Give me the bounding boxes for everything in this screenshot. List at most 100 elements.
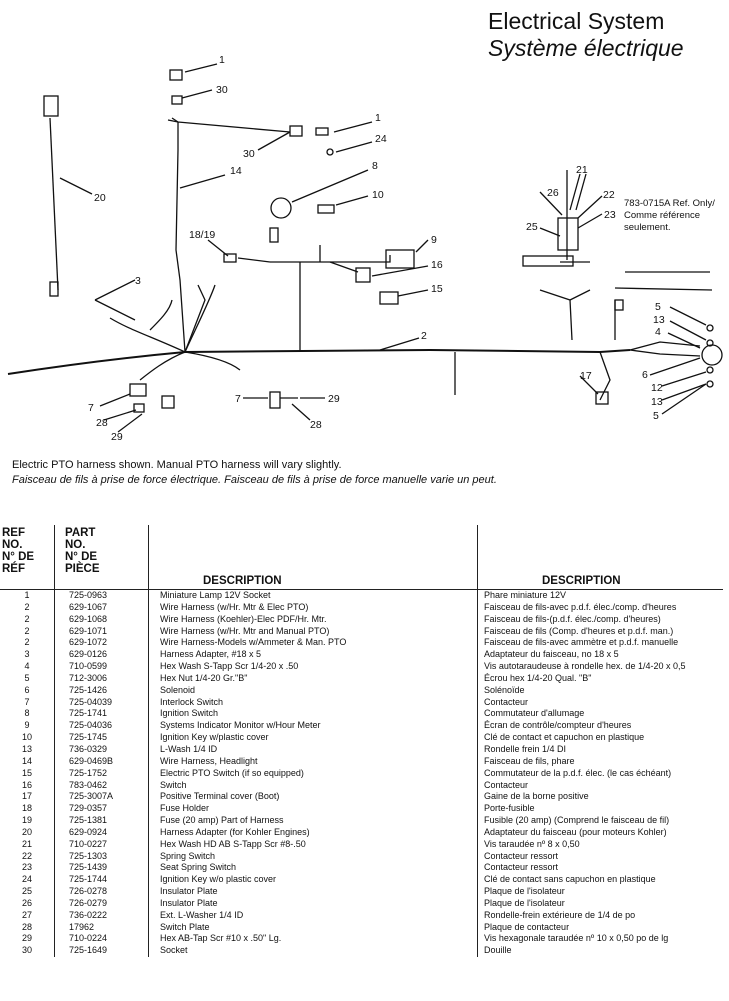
callout-5: 5 [653,410,659,422]
part-header: PART NO. N° DE PIÈCE [54,525,149,590]
ref-cell: 22 [0,850,55,863]
part-cell: 710-0599 [54,661,149,673]
description-fr-cell: Contacteur [484,696,529,707]
ref-note-line1: 783-0715A Ref. Only/ [624,198,715,209]
description-fr-cell: Clé de contact et capuchon en plastique [484,732,645,743]
callout-9: 9 [431,234,437,246]
description-en-cell: Miniature Lamp 12V Socket [148,589,478,602]
ref-cell: 10 [0,732,55,744]
description-fr-cell: Clé de contact sans capuchon en plastiqu… [484,874,656,885]
description-en-cell: Wire Harness, Headlight [148,755,478,768]
description-en-cell: Ext. L-Washer 1/4 ID [148,909,478,922]
description-en-cell: Fuse Holder [148,803,478,816]
ref-cell: 28 [0,921,55,934]
ref-cell: 5 [0,672,55,685]
callout-10: 10 [372,189,384,201]
description-en-cell: Hex Wash HD AB S-Tapp Scr #8-.50 [148,838,478,851]
part-cell: 725-1439 [54,862,149,875]
description-fr-cell: Adaptateur du faisceau (pour moteurs Koh… [484,826,667,837]
description-en-cell: Insulator Plate [148,897,478,910]
callout-5: 5 [655,301,661,313]
callout-7: 7 [88,402,94,414]
description-en-cell: Fuse (20 amp) Part of Harness [148,815,478,827]
part-cell: 710-0227 [54,838,149,851]
part-cell: 725-1381 [54,815,149,827]
description-fr-cell: Contacteur ressort [484,862,559,873]
ref-cell: 15 [0,767,55,780]
callout-23: 23 [604,209,616,221]
ref-cell: 29 [0,933,55,946]
callout-2: 2 [421,330,427,342]
caption-french: Faisceau de fils à prise de force électr… [12,474,497,486]
description-fr-cell: Plaque de contacteur [484,921,570,932]
ref-cell: 25 [0,886,55,898]
description-fr-cell: Fusible (20 amp) (Comprend le faisceau d… [484,815,670,826]
callout-29: 29 [328,393,340,405]
callout-13: 13 [651,396,663,408]
description-en-cell: Seat Spring Switch [148,862,478,875]
part-cell: 736-0329 [54,743,149,756]
callout-1: 1 [375,112,381,124]
description-en-cell: Switch Plate [148,921,478,934]
description-en-cell: Spring Switch [148,850,478,863]
description-fr-cell: Faisceau de fils-(p.d.f. élec./comp. d'h… [484,613,661,624]
ref-cell: 27 [0,909,55,922]
description-fr-cell: Adaptateur du faisceau, no 18 x 5 [484,649,619,660]
part-cell: 725-1744 [54,874,149,887]
description-en-cell: Harness Adapter, #18 x 5 [148,649,478,662]
description-fr-cell: Contacteur ressort [484,850,559,861]
wiring-diagram: 1 30 1 24 30 14 8 10 20 18/19 9 16 15 3 … [7,54,723,443]
callout-17: 17 [580,370,592,382]
part-cell: 736-0222 [54,909,149,922]
part-cell: 726-0279 [54,897,149,910]
description-en-cell: Switch [148,779,478,792]
part-cell: 629-0126 [54,649,149,662]
part-cell: 710-0224 [54,933,149,946]
description-en-cell: Electric PTO Switch (if so equipped) [148,767,478,780]
callout-30: 30 [243,148,255,160]
callout-1: 1 [219,54,225,66]
description-fr-cell: Phare miniature 12V [484,590,567,600]
description-en-cell: Wire Harness (w/Hr. Mtr & Elec PTO) [148,601,478,614]
description-en-cell: Solenoid [148,684,478,697]
ref-cell: 19 [0,815,55,827]
part-cell: 725-04039 [54,696,149,709]
description-fr-cell: Commutateur de la p.d.f. élec. (le cas é… [484,767,672,778]
ref-cell: 2 [0,637,55,650]
description-en-header: DESCRIPTION [148,525,478,590]
title-french: Système électrique [488,35,684,61]
ref-cell: 8 [0,708,55,721]
ref-cell: 6 [0,684,55,697]
description-fr-cell: Faisceau de fils (Comp. d'heures et p.d.… [484,625,674,636]
part-cell: 725-0963 [54,589,149,602]
parts-table: REF NO. N° DE RÉF PART NO. N° DE PIÈCE D… [0,525,723,958]
description-fr-header: DESCRIPTION [477,525,723,590]
description-fr-cell: Écran de contrôle/compteur d'heures [484,720,632,731]
part-cell: 629-0469B [54,755,149,768]
description-en-cell: Systems Indicator Monitor w/Hour Meter [148,720,478,733]
ref-cell: 24 [0,874,55,887]
description-fr-cell: Vis autotaraudeuse à rondelle hex. de 1/… [484,661,686,672]
description-en-cell: Hex Nut 1/4-20 Gr."B" [148,672,478,685]
part-cell: 725-1745 [54,732,149,744]
description-fr-cell: Vis taraudée nº 8 x 0,50 [484,838,580,849]
ref-cell: 13 [0,743,55,756]
part-cell: 726-0278 [54,886,149,898]
